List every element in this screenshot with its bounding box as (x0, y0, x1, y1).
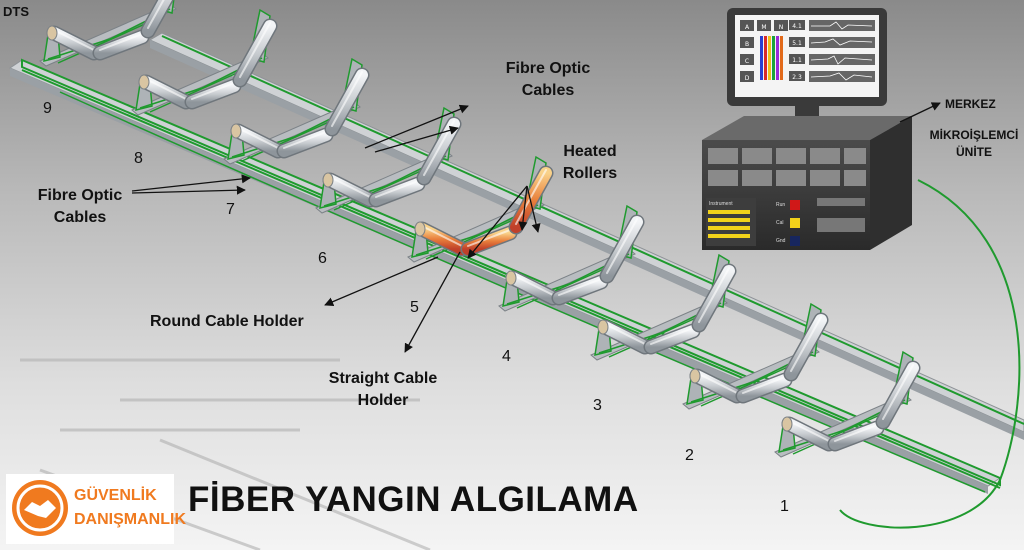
monitor: A M N B C D 4.1 5.1 1.1 2.3 (727, 8, 887, 130)
heated-rollers-label: Heated Rollers (562, 143, 618, 182)
fibre-optic-cables-label-left: Fibre Optic Cables (37, 187, 123, 226)
monitor-letter: N (779, 24, 784, 31)
merkez-label: MERKEZ (945, 97, 996, 111)
indicator-label: Run (776, 202, 785, 208)
logo-text-line2: DANIŞMANLIK (74, 511, 186, 528)
fibre-optic-cable-to-controller (839, 179, 1021, 529)
monitor-value: 5.1 (792, 40, 802, 47)
idler-number: 2 (685, 447, 694, 464)
indicator-blue (790, 236, 800, 246)
idler-number: 3 (593, 397, 602, 414)
indicator-red (790, 200, 800, 210)
idler-station (131, 8, 278, 116)
monitor-letter: A (745, 24, 750, 31)
annotation-arrows (131, 102, 941, 353)
idler-station (590, 253, 737, 361)
controller-panel-label: Instrument (709, 201, 733, 207)
indicator-label: Cal (776, 220, 784, 226)
idler-station-heated (407, 155, 554, 263)
round-cable-holder-label: Round Cable Holder (150, 313, 304, 330)
idler-number: 8 (134, 150, 143, 167)
idler-number: 7 (226, 201, 235, 218)
straight-cable-holder-label: Straight Cable Holder (328, 370, 438, 409)
microprocessor-unit-label: MİKROİŞLEMCİ ÜNİTE (929, 128, 1019, 159)
monitor-letter: B (745, 41, 749, 48)
idler-station (223, 57, 370, 165)
idler-station (39, 0, 177, 67)
monitor-letter: M (761, 24, 766, 31)
monitor-value: 4.1 (792, 23, 802, 30)
indicator-label: Gnd (776, 238, 786, 244)
monitor-letter: C (745, 58, 749, 65)
monitor-value: 1.1 (792, 57, 802, 64)
dts-label: DTS (3, 4, 29, 19)
idler-station (315, 106, 462, 214)
idler-number: 1 (780, 498, 789, 515)
monitor-screen: A M N B C D 4.1 5.1 1.1 2.3 (740, 20, 875, 82)
fibre-optic-cables-label-top: Fibre Optic Cables (505, 60, 591, 99)
company-logo: GÜVENLİK DANIŞMANLIK (6, 474, 186, 544)
controller-vents (708, 148, 866, 186)
idler-number: 4 (502, 348, 511, 365)
controller-unit: Instrument Run Cal Gnd (702, 116, 912, 250)
idler-number: 6 (318, 250, 327, 267)
indicator-yellow (790, 218, 800, 228)
idler-station (774, 350, 921, 458)
idler-number: 5 (410, 299, 419, 316)
idler-number: 9 (43, 100, 52, 117)
idler-station (498, 204, 645, 312)
page-title: FİBER YANGIN ALGILAMA (188, 480, 639, 519)
monitor-letter: D (745, 75, 750, 82)
monitor-value: 2.3 (792, 74, 802, 81)
handshake-icon (12, 480, 68, 536)
logo-text-line1: GÜVENLİK (74, 487, 157, 504)
idler-station (682, 302, 829, 410)
